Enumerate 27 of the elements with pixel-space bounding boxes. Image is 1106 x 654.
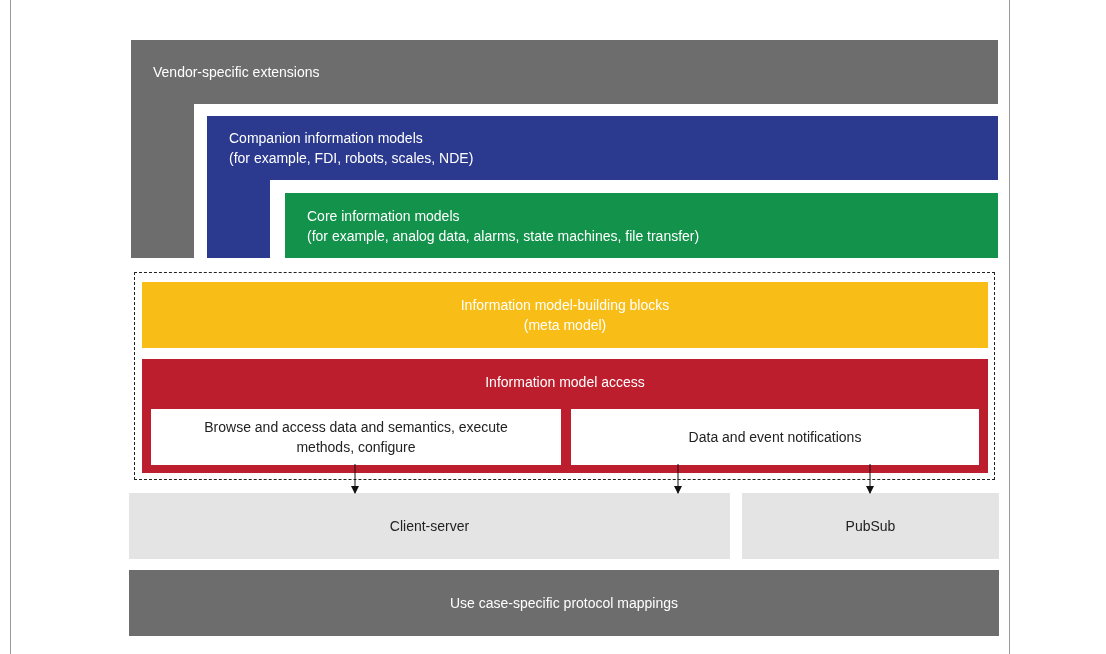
layer-title: Data and event notifications <box>688 428 862 447</box>
dashed-frame <box>134 272 995 480</box>
layer-description: (for example, FDI, robots, scales, NDE) <box>229 149 474 168</box>
transport-box <box>129 493 730 559</box>
arrow <box>674 463 682 494</box>
arrow <box>351 463 359 494</box>
layer-title: Information model-building blocks <box>460 296 670 315</box>
layer-description: (meta model) <box>523 316 607 335</box>
layer-description: (for example, analog data, alarms, state machines, file transfer) <box>307 226 700 246</box>
layer-title: Core information models <box>307 206 460 226</box>
companion-model-layer <box>207 116 998 258</box>
layer-title: Client-server <box>389 517 470 536</box>
core-model-layer <box>285 193 998 258</box>
service-box <box>571 409 979 465</box>
building-blocks-layer <box>142 282 988 348</box>
arrow <box>866 463 874 494</box>
layer-title: PubSub <box>845 517 896 536</box>
layer-title: Use case-specific protocol mappings <box>450 594 678 613</box>
service-box <box>151 409 561 465</box>
layer-title: Companion information models <box>229 129 423 148</box>
layer-title: Information model access <box>485 373 645 392</box>
transport-box <box>742 493 999 559</box>
protocol-mapping-layer <box>129 570 999 636</box>
layer-title: Browse and access data and semantics, execute methods, configure <box>203 418 509 457</box>
extension-layer <box>131 40 998 258</box>
access-layer <box>142 359 988 473</box>
layer-title: Vendor-specific extensions <box>153 63 320 82</box>
